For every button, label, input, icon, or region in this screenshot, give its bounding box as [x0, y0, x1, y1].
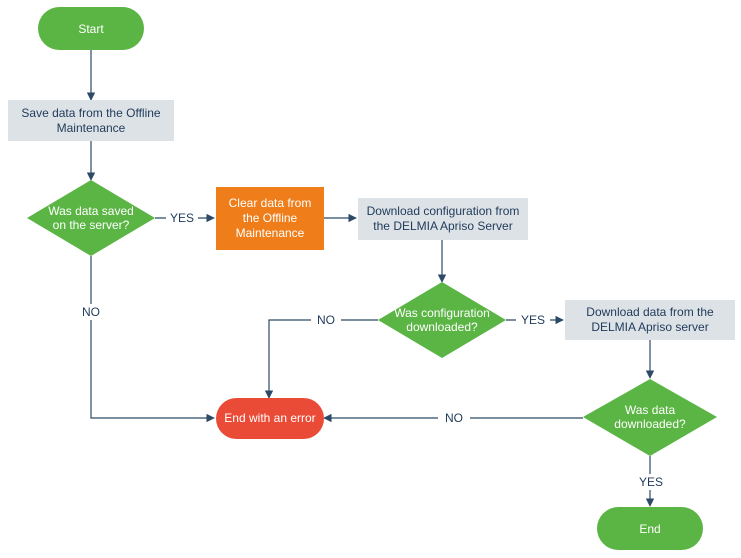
clear-data-line-2: the Offline [243, 211, 298, 225]
download-config-line-2: the DELMIA Apriso Server [373, 219, 512, 233]
decision-data-downloaded: Was data downloaded? [583, 379, 717, 456]
label-config-no: NO [317, 313, 335, 327]
download-data-process: Download data from the DELMIA Apriso ser… [565, 300, 735, 340]
label-data-no: NO [445, 411, 463, 425]
error-terminator: End with an error [216, 398, 324, 439]
end-node: End [597, 507, 703, 550]
save-data-process: Save data from the Offline Maintenance [8, 100, 174, 141]
label-saved-yes: YES [170, 211, 194, 225]
decision-data-downloaded-line-1: Was data [625, 403, 676, 417]
label-saved-no: NO [82, 305, 100, 319]
download-config-line-1: Download configuration from [367, 204, 520, 218]
edge-saved-no [90, 256, 215, 423]
download-data-line-2: DELMIA Apriso server [591, 320, 708, 334]
decision-data-saved-line-1: Was data saved [48, 204, 134, 218]
download-data-line-1: Download data from the [586, 305, 714, 319]
start-node-label: Start [78, 22, 104, 36]
download-config-process: Download configuration from the DELMIA A… [358, 198, 528, 240]
decision-config-line-1: Was configuration [394, 306, 490, 320]
end-node-label: End [639, 522, 660, 536]
label-config-yes: YES [521, 313, 545, 327]
start-node: Start [38, 7, 144, 50]
decision-config-line-2: downloaded? [406, 320, 478, 334]
label-data-yes: YES [639, 475, 663, 489]
clear-data-line-3: Maintenance [236, 226, 305, 240]
clear-data-process: Clear data from the Offline Maintenance [216, 187, 324, 250]
save-data-line-2: Maintenance [57, 121, 126, 135]
decision-data-downloaded-line-2: downloaded? [614, 417, 686, 431]
clear-data-line-1: Clear data from [229, 196, 312, 210]
decision-data-saved-line-2: on the server? [53, 218, 130, 232]
decision-config-downloaded: Was configuration downloaded? [378, 282, 506, 358]
save-data-line-1: Save data from the Offline [21, 106, 161, 120]
error-terminator-label: End with an error [224, 411, 315, 425]
decision-data-saved: Was data saved on the server? [27, 180, 155, 256]
edge-config-no [264, 319, 378, 399]
